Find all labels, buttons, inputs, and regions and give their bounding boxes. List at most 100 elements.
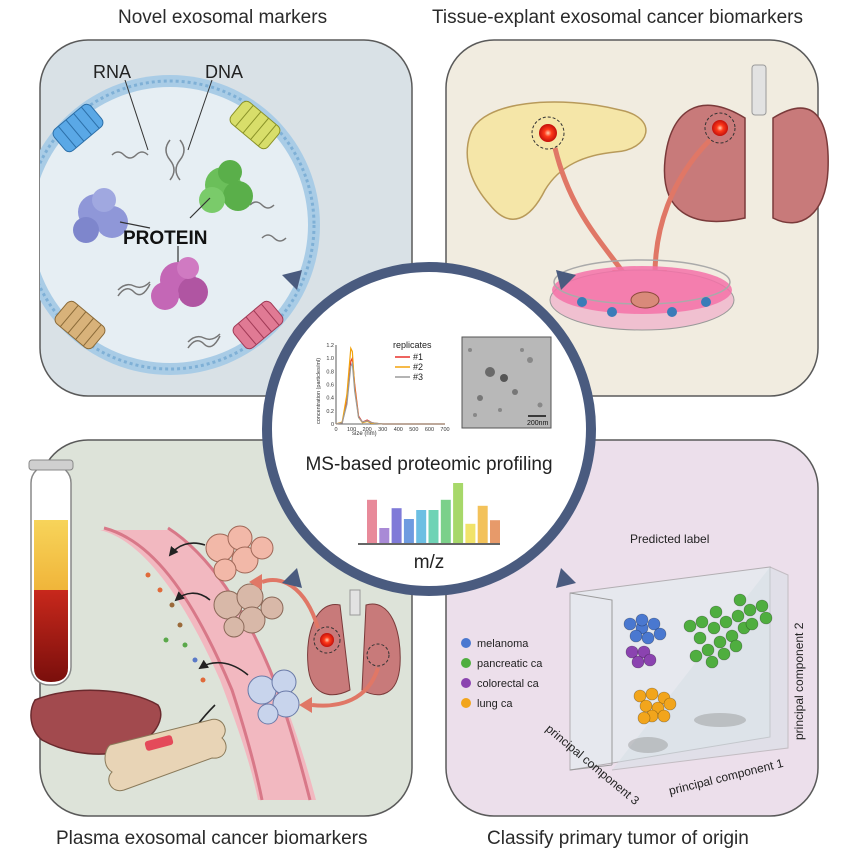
pca-point-pancreatic-ca bbox=[759, 611, 773, 625]
pca-point-pancreatic-ca bbox=[693, 631, 707, 645]
pca-point-pancreatic-ca bbox=[707, 621, 721, 635]
pca-point-melanoma bbox=[635, 613, 649, 627]
nta-lines bbox=[335, 346, 445, 425]
mz-bar bbox=[453, 483, 464, 543]
pca-point-pancreatic-ca bbox=[717, 647, 731, 661]
mz-chart: m/z bbox=[358, 483, 500, 573]
pca-point-pancreatic-ca bbox=[695, 615, 709, 629]
petri-dish bbox=[549, 259, 735, 331]
dna-strands bbox=[117, 139, 221, 349]
legend-pancreatic: pancreatic ca bbox=[477, 658, 543, 670]
pca-point-pancreatic-ca bbox=[743, 603, 757, 617]
small-lung-tumor-icon bbox=[320, 633, 334, 647]
nta-y-tick: 0.6 bbox=[326, 383, 334, 389]
pca-point-lung-ca bbox=[663, 697, 677, 711]
nta-y-tick: 1.0 bbox=[326, 356, 334, 362]
title-plasma-exosomal: Plasma exosomal cancer biomarkers bbox=[56, 828, 368, 849]
nta-x-tick: 500 bbox=[409, 427, 418, 433]
pca-point-lung-ca bbox=[637, 711, 651, 725]
blood-tube bbox=[28, 459, 74, 686]
legend-marker-colorectal bbox=[461, 678, 471, 688]
title-classify-tumor: Classify primary tumor of origin bbox=[487, 828, 749, 849]
lung-tumor-icon bbox=[712, 120, 728, 136]
legend-marker-melanoma bbox=[461, 638, 471, 648]
nta-ylabel: concentration (particles/ml) bbox=[316, 358, 322, 424]
title-tissue-explant: Tissue-explant exosomal cancer biomarker… bbox=[432, 7, 804, 28]
nta-xlabel: size (nm) bbox=[352, 431, 377, 437]
mz-label: m/z bbox=[414, 552, 445, 573]
pca-point-pancreatic-ca bbox=[709, 605, 723, 619]
mz-bar bbox=[367, 499, 377, 543]
title-novel-exosomal-markers: Novel exosomal markers bbox=[118, 7, 328, 28]
lungs-illustration bbox=[663, 64, 829, 224]
pca-point-melanoma bbox=[647, 617, 661, 631]
pca-point-melanoma bbox=[623, 617, 637, 631]
legend-colorectal: colorectal ca bbox=[477, 678, 540, 690]
receptor-pink bbox=[232, 300, 284, 350]
pca-point-lung-ca bbox=[645, 687, 659, 701]
cell-cluster-top bbox=[205, 525, 274, 582]
nta-x-tick: 600 bbox=[425, 427, 434, 433]
mz-bar bbox=[490, 520, 500, 543]
protein-label: PROTEIN bbox=[123, 228, 207, 249]
pca-point-lung-ca bbox=[633, 689, 647, 703]
pca-point-pancreatic-ca bbox=[733, 593, 747, 607]
pca-title: Predicted label bbox=[630, 532, 709, 546]
nta-x-tick: 200 bbox=[363, 427, 372, 433]
pca-point-melanoma bbox=[653, 627, 667, 641]
protein-magenta bbox=[151, 257, 208, 310]
micrograph-scale-label: 200nm bbox=[527, 420, 549, 427]
rna-label: RNA bbox=[93, 62, 131, 82]
mz-bar bbox=[428, 510, 439, 543]
pca-point-pancreatic-ca bbox=[713, 635, 727, 649]
legend-melanoma: melanoma bbox=[477, 638, 529, 650]
nta-x-tick: 300 bbox=[378, 427, 387, 433]
nta-y-tick: 0 bbox=[331, 422, 334, 428]
pca-axis-pc2: principal component 2 bbox=[792, 622, 806, 740]
legend-marker-pancreatic bbox=[461, 658, 471, 668]
nta-y-tick: 0.8 bbox=[326, 369, 334, 375]
pca-point-lung-ca bbox=[657, 709, 671, 723]
nta-y-tick: 0.2 bbox=[326, 409, 334, 415]
pca-point-lung-ca bbox=[639, 699, 653, 713]
pca-point-melanoma bbox=[629, 629, 643, 643]
legend-marker-lung bbox=[461, 698, 471, 708]
pca-points bbox=[623, 593, 773, 725]
metastasis-arrows bbox=[261, 577, 380, 708]
nta-x-tick: 400 bbox=[394, 427, 403, 433]
rna-pointer bbox=[124, 79, 149, 151]
protein-pointers bbox=[119, 197, 211, 262]
dna-label: DNA bbox=[205, 62, 243, 82]
replicate-3-label: #3 bbox=[413, 372, 423, 382]
pca-point-colorectal-ca bbox=[643, 653, 657, 667]
mz-bar bbox=[440, 499, 451, 543]
center-main-label: MS-based proteomic profiling bbox=[305, 454, 552, 475]
mz-bar bbox=[379, 528, 390, 543]
lungs-small bbox=[307, 589, 401, 696]
protein-green bbox=[199, 160, 253, 213]
dna-pointer bbox=[187, 79, 213, 151]
pca-point-pancreatic-ca bbox=[705, 655, 719, 669]
rna-strands bbox=[111, 151, 287, 242]
pca-3d-box bbox=[569, 566, 789, 771]
pca-point-pancreatic-ca bbox=[719, 615, 733, 629]
mz-bar bbox=[465, 523, 476, 543]
cell-cluster-bottom bbox=[247, 669, 300, 725]
mz-bar bbox=[391, 508, 402, 543]
em-micrograph: 200nm bbox=[461, 336, 552, 429]
metastasis-arrowheads bbox=[249, 574, 312, 713]
pca-point-pancreatic-ca bbox=[683, 619, 697, 633]
mz-bar bbox=[403, 519, 414, 543]
pca-point-pancreatic-ca bbox=[689, 649, 703, 663]
receptor-tan bbox=[54, 300, 106, 350]
pca-point-pancreatic-ca bbox=[745, 617, 759, 631]
pca-point-colorectal-ca bbox=[631, 655, 645, 669]
nta-x-tick: 100 bbox=[347, 427, 356, 433]
mz-bar bbox=[477, 505, 488, 543]
receptor-blue bbox=[52, 103, 104, 153]
nta-y-tick: 1.2 bbox=[326, 343, 334, 349]
explant-arrows bbox=[552, 138, 712, 277]
mz-bar bbox=[416, 510, 427, 543]
pca-point-pancreatic-ca bbox=[731, 609, 745, 623]
